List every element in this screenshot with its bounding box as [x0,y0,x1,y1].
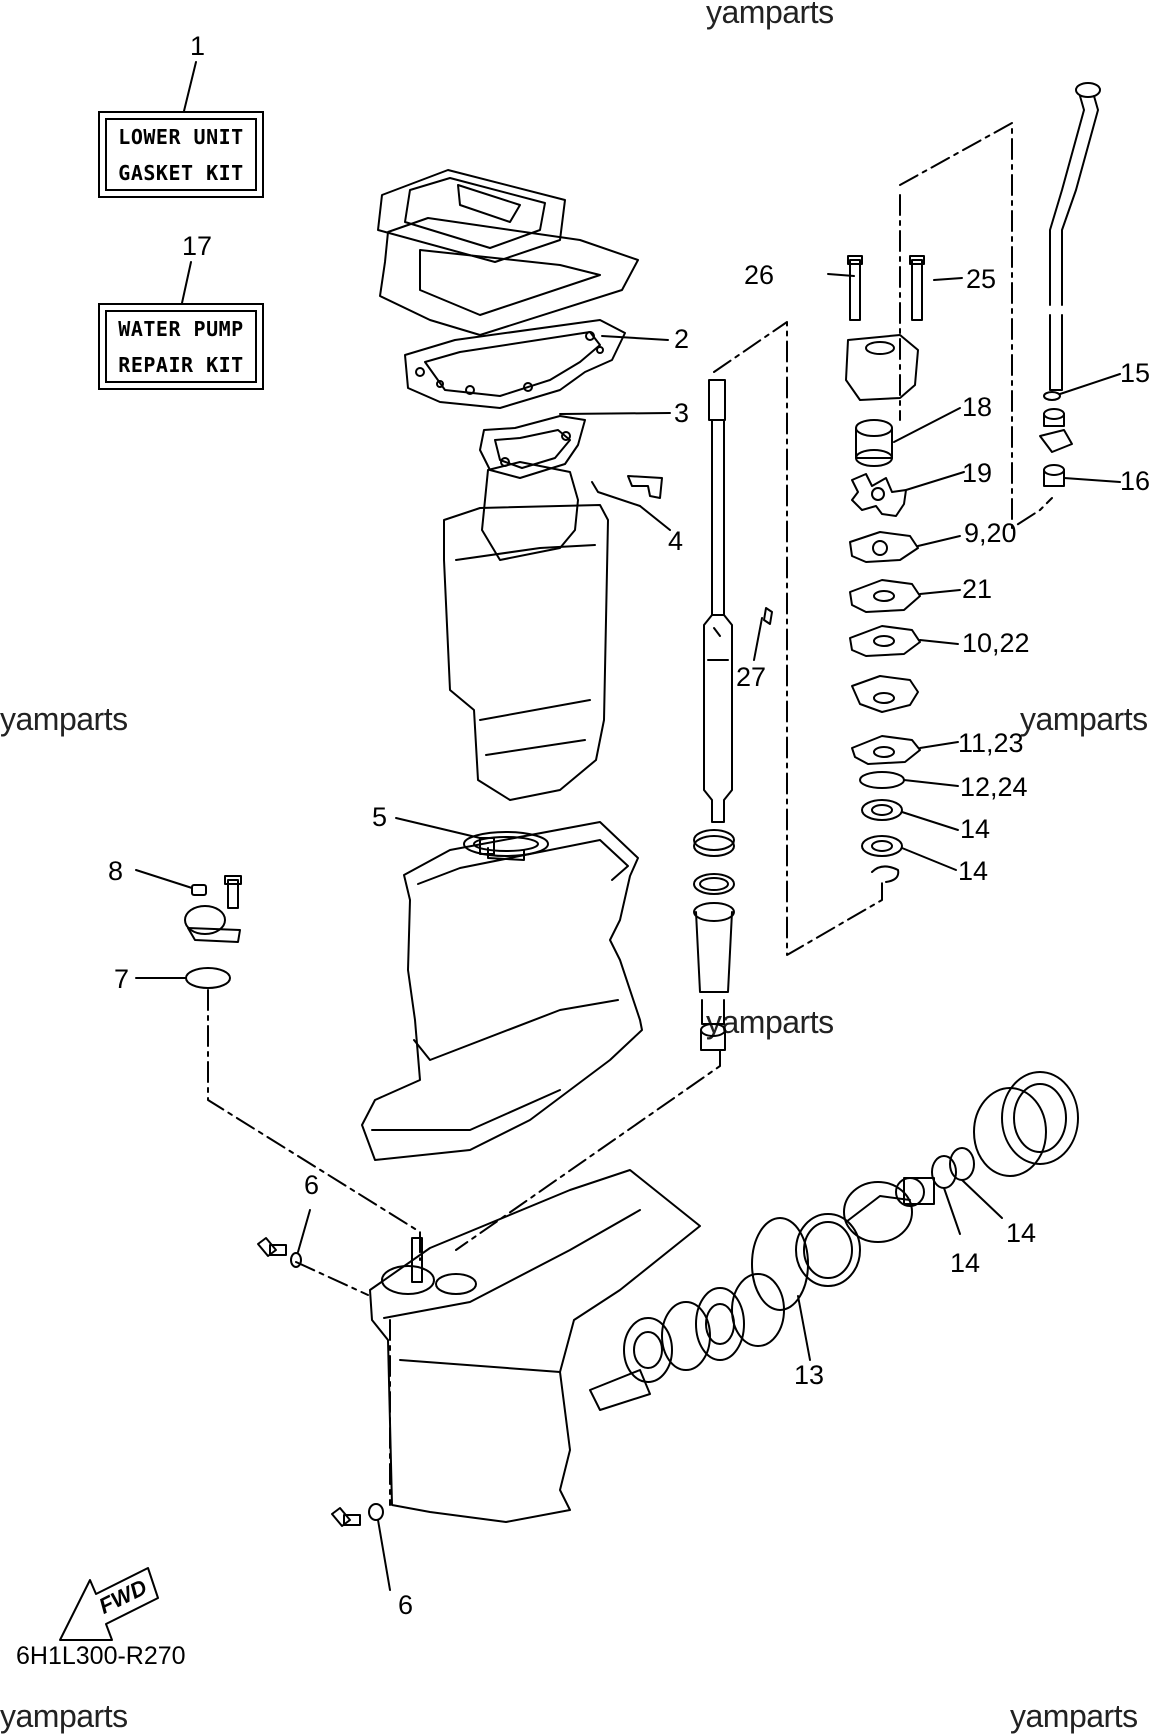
leader-lines [135,273,1121,1591]
top-gasket-lower [379,217,639,336]
watermark-top: yamparts [706,0,834,30]
water-tube [1039,82,1101,487]
callout-kit-17: 17 [182,231,213,261]
assembly-line [899,122,1053,529]
clip-part-4 [591,475,663,507]
gasket-part-9-20 [849,531,919,563]
callout-10-22: 10,22 [962,628,1030,658]
callout-kit-1: 1 [190,31,206,61]
key-part-27 [753,607,773,661]
callout-5: 5 [372,802,388,832]
callout-6-bottom: 6 [398,1590,414,1620]
assembly-line [207,989,421,1261]
callout-27: 27 [736,662,767,692]
callout-14-pump-a: 14 [960,814,991,844]
impeller-part-19 [851,473,907,517]
propeller-shaft-assembly [589,1071,1079,1411]
callout-12-24: 12,24 [960,772,1028,802]
callout-2: 2 [674,324,690,354]
callout-8: 8 [108,856,124,886]
lower-casing [369,1169,701,1523]
callout-25: 25 [966,264,997,294]
sensor-part-8 [184,875,242,943]
fwd-arrow-icon [59,1567,159,1641]
driveshaft-housing-upper [443,461,609,801]
bearing-ring [693,829,735,857]
o-ring-part-7 [185,967,231,989]
callout-11-23: 11,23 [958,728,1024,758]
kit-label-line: GASKET KIT [118,160,244,185]
kit-label-line: WATER PUMP [118,316,244,341]
pump-insert-part-18 [855,419,893,467]
callout-16: 16 [1120,466,1151,496]
water-pump-housing [845,255,925,401]
callout-14-prop-a: 14 [950,1248,981,1278]
kit-label-line: LOWER UNIT [118,124,244,149]
callout-26: 26 [744,260,775,290]
watermark-center: yamparts [706,1004,834,1040]
callout-14-prop-b: 14 [1006,1218,1037,1248]
o-ring-part-12-24 [859,771,905,789]
watermark-left: yamparts [0,701,128,737]
assembly-line [713,321,883,956]
callout-9-20: 9,20 [964,518,1017,548]
gasket-part-11-23 [851,735,921,765]
callout-3: 3 [674,398,690,428]
washer-part-6 [368,1503,384,1521]
assembly-line [455,1049,721,1251]
gasket-3 [479,415,586,479]
gasket-part-10-22 [849,625,921,657]
leader-line [181,261,192,304]
callout-4: 4 [668,526,684,556]
callout-18: 18 [962,392,993,422]
driveshaft-bushing [693,902,735,1051]
washer-part-6 [290,1252,302,1268]
figure-code: 6H1L300-R270 [16,1642,186,1670]
callout-14-pump-b: 14 [958,856,989,886]
callout-7: 7 [114,964,130,994]
callout-19: 19 [962,458,993,488]
top-gasket-upper [377,169,566,263]
gasket-2 [404,319,626,409]
watermark-right: yamparts [1020,701,1148,737]
outer-plate-part-21 [849,579,921,613]
callout-6-top: 6 [304,1170,320,1200]
bearing-ring [693,873,735,895]
drain-bolt [331,1507,361,1527]
driveshaft [703,379,733,823]
upper-casing-lower [361,821,643,1161]
callout-15: 15 [1120,358,1151,388]
assembly-line [295,1261,369,1296]
oil-seal-part-14 [861,835,903,857]
callout-13: 13 [794,1360,825,1390]
oil-seal-part-14 [861,799,903,821]
circlip [871,865,900,883]
water-pump-repair-kit-label: WATER PUMP REPAIR KIT [98,303,264,390]
leader-line [183,61,197,112]
kit-label-line: REPAIR KIT [118,352,244,377]
lower-unit-gasket-kit-label: LOWER UNIT GASKET KIT [98,111,264,198]
drain-bolt [257,1237,287,1257]
pump-cartridge [851,675,919,713]
callout-21: 21 [962,574,993,604]
